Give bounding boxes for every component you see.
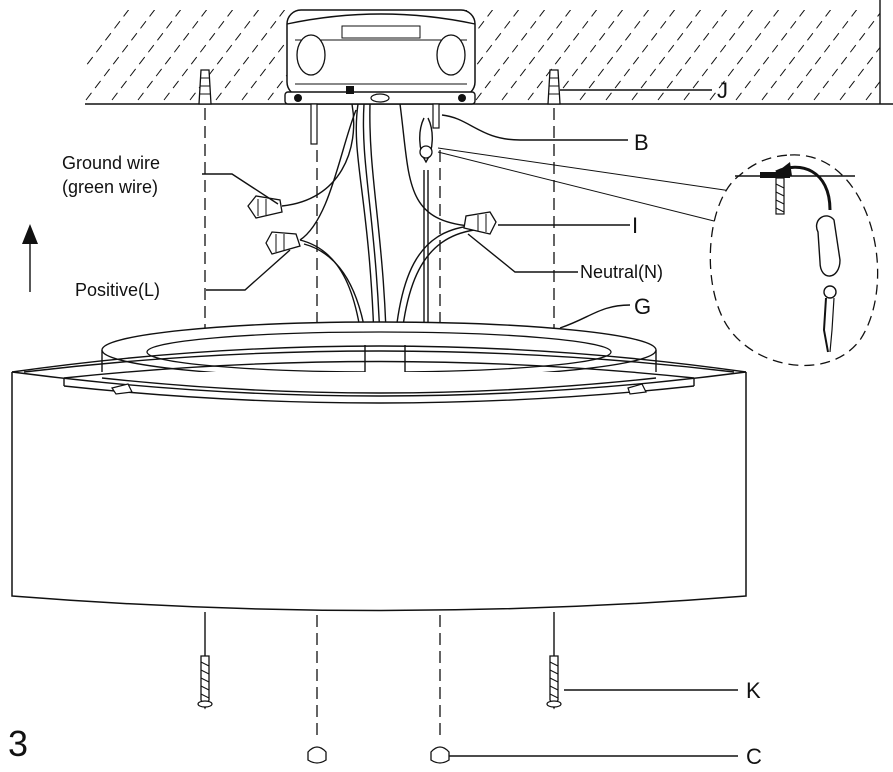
label-ground-wire-line2: (green wire) [62, 177, 158, 197]
cap-nut-left [307, 746, 327, 764]
label-part-i: I [632, 213, 638, 238]
label-neutral: Neutral(N) [580, 262, 663, 282]
label-part-b: B [634, 130, 649, 155]
wire-connector-neutral [463, 211, 497, 235]
leader-lines [202, 89, 738, 757]
wire-connector-ground [247, 195, 283, 219]
wire-connector-positive [265, 231, 301, 255]
arrow-up-icon [22, 224, 38, 292]
ceiling-hatching [85, 10, 880, 101]
screw-left [197, 612, 213, 710]
label-part-k: K [746, 678, 761, 703]
wall-anchor-right [547, 69, 561, 105]
hook-detail-icon [437, 147, 879, 367]
label-part-g: G [634, 294, 651, 319]
step-number: 3 [8, 723, 28, 764]
drum-shade [11, 345, 747, 612]
cap-nut-right [430, 746, 450, 764]
label-positive: Positive(L) [75, 280, 160, 300]
canopy-ring [101, 321, 657, 379]
label-part-c: C [746, 744, 762, 769]
ceiling [85, 0, 893, 105]
screw-right [546, 612, 562, 710]
label-ground-wire-line1: Ground wire [62, 153, 160, 173]
wall-anchor-left [198, 69, 212, 105]
junction-box-icon [284, 9, 476, 145]
label-part-j: J [717, 78, 728, 103]
